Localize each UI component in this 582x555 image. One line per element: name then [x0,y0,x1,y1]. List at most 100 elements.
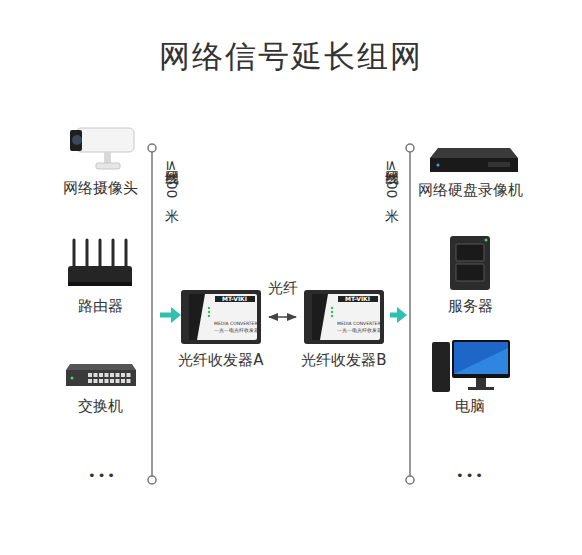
printed-label: MEDIA CONVERTER [337,322,381,327]
cable-length-note: 网线≤100米 [384,160,399,198]
switch-port [99,373,103,377]
device-illustration [40,118,160,176]
router-antenna [112,240,115,268]
converter-led [331,307,333,309]
bracket-end [148,144,156,152]
switch-port [116,379,120,383]
server-led [485,239,488,242]
camera-lens [72,135,82,145]
device-illustration [298,286,390,348]
screen-highlight [454,348,508,374]
switch-port [88,373,92,377]
router-antenna [125,240,128,268]
device-node: 光纤收发器B [298,286,390,369]
converter-logo-band [215,296,255,302]
converter-led [331,315,333,317]
switch-port [94,373,98,377]
converter-led [208,307,210,309]
device-label: 服务器 [448,297,493,315]
converter-led [331,311,333,313]
nvr-panel [488,162,510,167]
printed-label: MEDIA CONVERTER [214,322,258,327]
diagram-title: 网络信号延长组网 [0,36,582,78]
switch-port [99,379,103,383]
switch-front [66,370,136,386]
device-label: 路由器 [78,297,123,315]
device-illustration [40,356,160,394]
printed-label: 一光一电光纤收发器 [214,329,259,334]
nvr-front [430,158,518,172]
device-label: 交换机 [78,397,123,415]
converter-panel [312,294,380,340]
router-base [68,282,132,286]
device-node: 服务器 [410,232,530,315]
camera-mount [104,152,111,164]
server-body [450,236,490,290]
printed-label: ••• [456,469,485,483]
converter-led [208,311,210,313]
camera-front [70,130,82,151]
monitor-foot [468,387,494,390]
nvr-led [437,164,440,167]
camera-base [96,163,120,169]
monitor-stand [476,378,486,387]
device-node: 路由器 [40,236,160,315]
switch-port [110,373,114,377]
converter-body [304,290,384,344]
device-label: 网络硬盘录像机 [418,181,523,199]
switch-led [71,377,74,380]
switch-port [127,379,131,383]
switch-port [105,373,109,377]
switch-port [105,379,109,383]
bracket-line [151,150,153,478]
server-bay [456,264,484,281]
bracket-end [406,476,414,484]
converter-led [208,315,210,317]
router-body [68,266,132,286]
cable-length-note: 网线≤100米 [164,160,179,198]
switch-port [121,373,125,377]
device-label: 电脑 [455,397,485,415]
router-antenna [99,240,102,268]
device-node: 光纤收发器A [175,286,267,369]
device-node: 网络硬盘录像机 [410,138,530,199]
bracket-end [148,476,156,484]
monitor-screen [454,342,508,374]
nvr-top [430,148,518,158]
router-antenna [73,240,76,268]
printed-label: ••• [88,469,117,483]
device-illustration [175,286,267,348]
fiber-connector [269,316,296,318]
signal-arrow [160,313,172,318]
printed-label: MT-VIKI [222,296,247,303]
device-illustration [410,334,530,394]
device-node: 电脑 [410,334,530,415]
bracket-end [406,144,414,152]
signal-arrow-head [397,307,407,323]
device-illustration [410,232,530,294]
converter-logo-band [338,296,378,302]
switch-port [121,379,125,383]
device-node: 网络摄像头 [40,118,160,197]
printed-label: MT-VIKI [345,296,370,303]
monitor-frame [452,340,510,378]
camera-body [76,128,134,152]
signal-arrow [390,313,398,318]
server-bay [456,244,484,261]
signal-arrow-head [171,307,181,323]
device-label: 光纤收发器B [301,351,386,369]
connector-label: 光纤 [243,279,323,298]
converter-panel [189,294,257,340]
device-node: 交换机 [40,356,160,415]
router-antenna [86,240,89,268]
pc-tower [432,342,450,392]
switch-port [94,379,98,383]
switch-port [127,373,131,377]
printed-label: 一光一电光纤收发器 [337,329,382,334]
device-label: 光纤收发器A [178,351,263,369]
device-illustration [410,138,530,178]
converter-stripe [312,294,328,340]
device-illustration [40,236,160,294]
switch-top [66,364,136,370]
